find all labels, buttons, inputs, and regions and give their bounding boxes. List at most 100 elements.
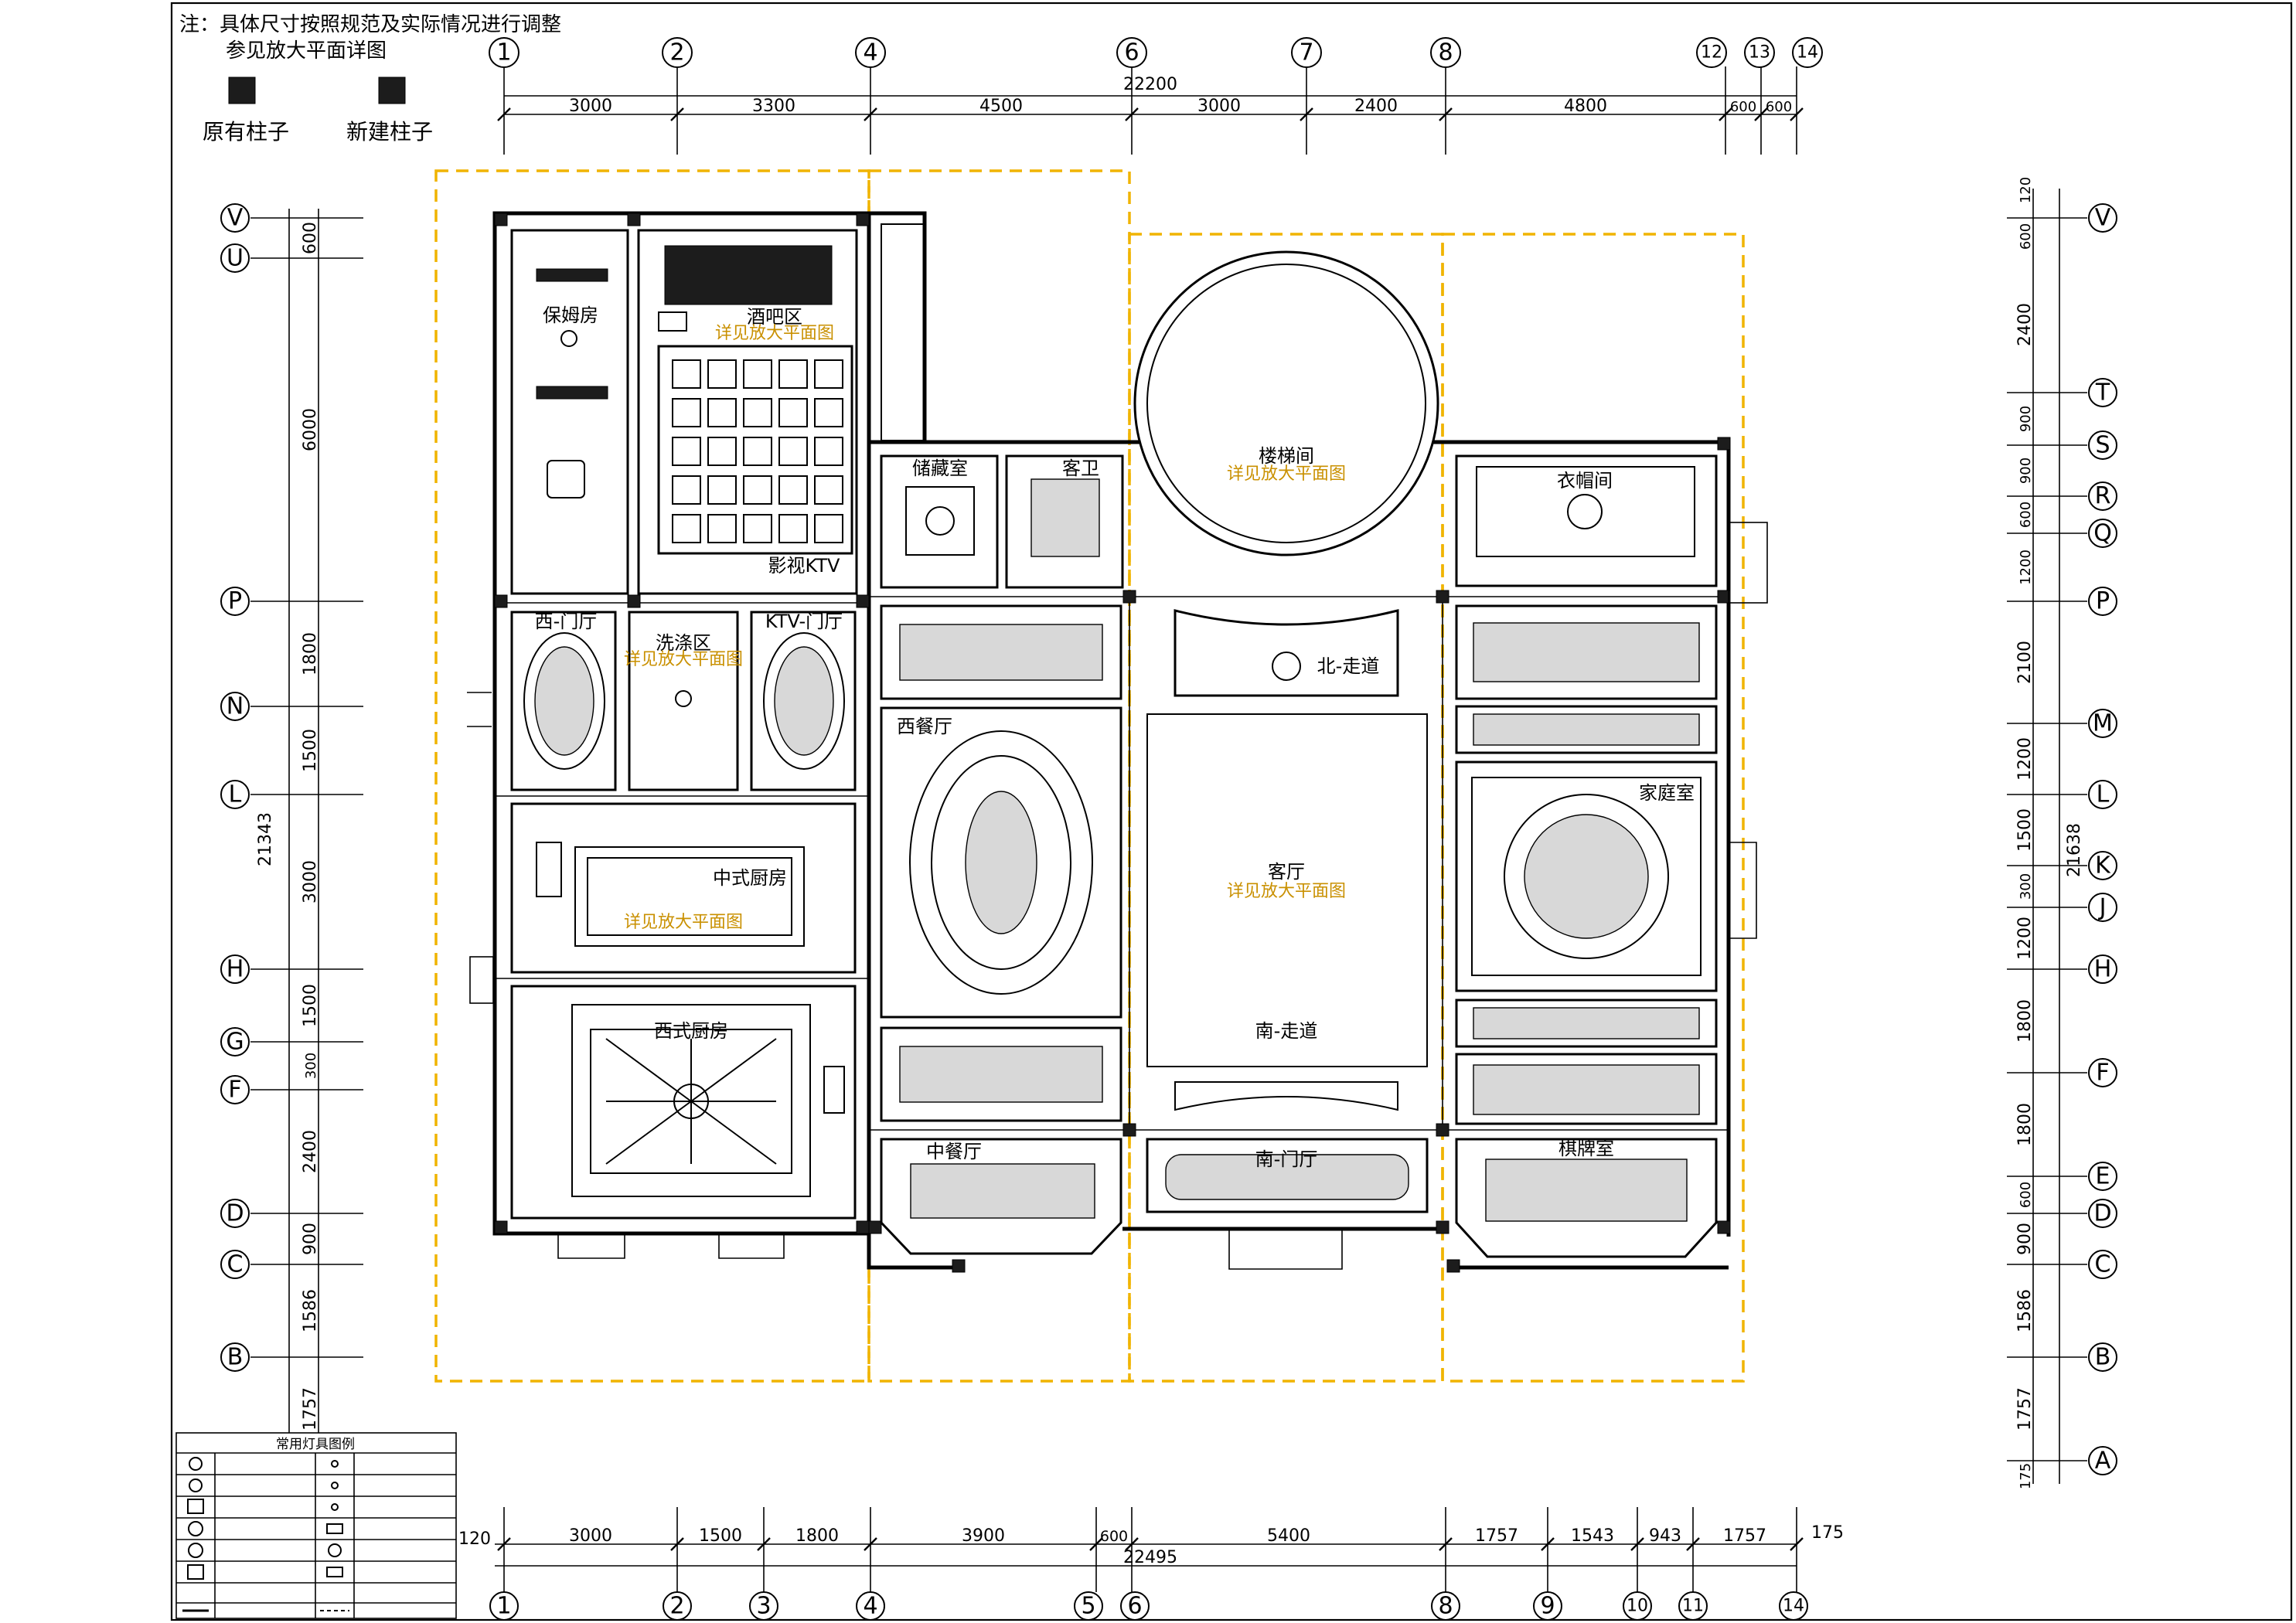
dim-right-seg: 1500 <box>2015 808 2035 852</box>
dim-right-seg: 900 <box>2018 458 2034 484</box>
axis-right-B: B <box>2095 1344 2111 1371</box>
dim-right-seg: 1200 <box>2015 917 2035 960</box>
axis-right-P: P <box>2096 588 2110 615</box>
axis-right-E: E <box>2096 1163 2110 1190</box>
top-grid: 1 2 4 6 7 8 12 13 14 22200 3000 3300 450… <box>489 37 1823 155</box>
chinese-kitchen-label: 中式厨房 <box>713 867 787 889</box>
axis-bottom-6: 6 <box>1127 1593 1142 1620</box>
bar-detail-note: 详见放大平面图 <box>715 324 834 343</box>
room-north-corridor: 北-走道 <box>1174 609 1399 697</box>
axis-right-M: M <box>2093 710 2113 737</box>
dim-bottom-seg: 1757 <box>1475 1526 1518 1546</box>
dim-left-seg: 900 <box>301 1223 320 1255</box>
axis-top-1: 1 <box>496 39 511 66</box>
axis-bottom-2: 2 <box>669 1593 684 1620</box>
right-grid: V T S R Q P M L K J H F E D C B A 120 60… <box>2007 177 2117 1489</box>
dim-top-seg: 600 <box>1730 99 1756 115</box>
axis-left-B: B <box>227 1344 244 1371</box>
axis-bottom-5: 5 <box>1081 1593 1095 1620</box>
note-title: 注：具体尺寸按照规范及实际情况进行调整 <box>179 13 561 36</box>
axis-top-7: 7 <box>1299 39 1313 66</box>
dim-bottom-seg: 3900 <box>962 1526 1005 1546</box>
note-see-detail: 参见放大平面详图 <box>226 39 387 63</box>
dim-bottom-seg: 600 <box>1100 1528 1128 1545</box>
axis-bottom-9: 9 <box>1540 1593 1555 1620</box>
dim-right-seg: 120 <box>2018 177 2034 203</box>
axis-top-6: 6 <box>1124 39 1139 66</box>
legend-table: 常用灯具图例 <box>175 1432 457 1619</box>
dim-right-seg: 1757 <box>2015 1387 2035 1431</box>
axis-left-U: U <box>227 245 244 272</box>
new-column-swatch <box>378 77 406 104</box>
west-doors <box>467 692 785 1259</box>
chinese-dining-label: 中餐厅 <box>926 1141 982 1162</box>
dim-top-seg: 3000 <box>1197 97 1241 116</box>
axis-left-V: V <box>227 205 244 232</box>
axis-bottom-1: 1 <box>496 1593 511 1620</box>
axis-right-C: C <box>2095 1251 2111 1278</box>
room-chess: 棋牌室 <box>1455 1138 1718 1258</box>
room-cloak: 衣帽间 <box>1455 454 1718 587</box>
axis-right-K: K <box>2095 852 2111 880</box>
axis-left-N: N <box>227 693 244 720</box>
dim-left-seg: 1757 <box>301 1387 320 1431</box>
dim-right-seg: 600 <box>2018 223 2034 250</box>
dim-top-seg: 4800 <box>1564 97 1607 116</box>
room-western-kitchen: 西式厨房 <box>510 985 857 1220</box>
dim-right-seg: 900 <box>2018 406 2034 432</box>
bottom-grid: 1 2 3 4 5 6 8 9 10 11 14 120 175 3000 15… <box>458 1507 1844 1621</box>
dim-right-seg: 1800 <box>2015 999 2035 1043</box>
dim-top-total: 22200 <box>1123 75 1177 94</box>
dim-top-seg: 2400 <box>1354 97 1398 116</box>
dim-top-seg: 3300 <box>752 97 795 116</box>
laundry-label: 洗涤区 <box>656 632 711 654</box>
cloak-label: 衣帽间 <box>1557 470 1613 492</box>
family-label: 家庭室 <box>1639 782 1695 804</box>
axis-left-F: F <box>228 1077 241 1104</box>
room-bar-ktv: 酒吧区 影视KTV 详见放大平面图 <box>637 229 858 595</box>
axis-top-12: 12 <box>1701 43 1722 63</box>
dim-left-seg: 1500 <box>301 729 320 772</box>
dim-right-seg: 1800 <box>2015 1103 2035 1146</box>
dim-bottom-seg: 1543 <box>1571 1526 1614 1546</box>
room-guest-wc: 客卫 <box>1005 454 1124 589</box>
dim-top-seg: 3000 <box>569 97 612 116</box>
living-detail-note: 详见放大平面图 <box>1227 882 1346 901</box>
axis-right-A: A <box>2095 1448 2111 1475</box>
room-ktv-foyer: KTV-门厅 <box>750 611 857 791</box>
room-stair: 楼梯间 详见放大平面图 <box>1133 250 1439 556</box>
storage-label: 储藏室 <box>912 458 968 479</box>
dim-left-seg: 3000 <box>301 860 320 903</box>
dim-bottom-right-end: 175 <box>1811 1523 1844 1543</box>
axis-top-8: 8 <box>1438 39 1453 66</box>
dim-left-seg: 2400 <box>301 1130 320 1173</box>
detail-zone-west <box>434 169 870 1383</box>
axis-bottom-10: 10 <box>1627 1597 1648 1616</box>
axis-bottom-11: 11 <box>1682 1597 1704 1616</box>
dim-right-seg: 900 <box>2015 1223 2035 1255</box>
axis-right-T: T <box>2095 379 2110 407</box>
axis-top-2: 2 <box>669 39 684 66</box>
dim-right-seg: 600 <box>2018 1182 2034 1208</box>
room-storage: 储藏室 <box>880 454 999 589</box>
dim-right-seg: 1200 <box>2018 550 2034 585</box>
room-living: 客厅 详见放大平面图 <box>1146 713 1428 1067</box>
drawing-frame <box>170 2 2293 1621</box>
north-corridor-label: 北-走道 <box>1317 655 1380 677</box>
dim-left-seg: 1500 <box>301 984 320 1027</box>
columns <box>494 213 1731 1273</box>
axis-top-14: 14 <box>1797 43 1818 63</box>
dim-right-seg: 1200 <box>2015 737 2035 781</box>
western-kitchen-label: 西式厨房 <box>654 1020 728 1042</box>
axis-right-H: H <box>2094 956 2112 983</box>
dim-left-seg: 1586 <box>301 1289 320 1332</box>
dim-bottom-seg: 3000 <box>569 1526 612 1546</box>
existing-column-swatch <box>228 77 256 104</box>
dim-bottom-seg: 943 <box>1649 1526 1681 1546</box>
axis-right-J: J <box>2098 894 2107 921</box>
legend-existing-column: 原有柱子 <box>203 119 289 145</box>
dim-bottom-left-end: 120 <box>458 1529 491 1549</box>
dim-bottom-total: 22495 <box>1123 1548 1177 1567</box>
axis-right-R: R <box>2095 483 2111 510</box>
